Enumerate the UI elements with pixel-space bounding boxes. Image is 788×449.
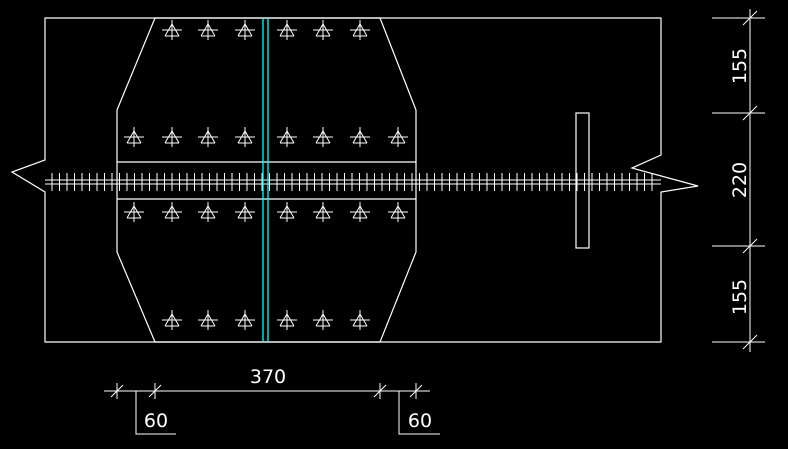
dim-text-right-middle: 220 xyxy=(729,162,751,198)
bolt-cross-icon xyxy=(235,127,255,147)
bolt-cross-icon xyxy=(313,202,333,222)
bolt-cross-icon xyxy=(162,202,182,222)
bolt-cross-icon xyxy=(350,310,370,330)
bolt-cross-icon xyxy=(124,127,144,147)
bolt-cross-icon xyxy=(313,310,333,330)
bolt-cross-icon xyxy=(235,310,255,330)
bolt-cross-icon xyxy=(162,20,182,40)
bolt-cross-icon xyxy=(350,20,370,40)
bolt-cross-icon xyxy=(277,202,297,222)
bolt-cross-icon xyxy=(162,310,182,330)
centerline xyxy=(262,18,269,342)
dimension-right xyxy=(712,9,765,352)
bolt-cross-icon xyxy=(235,20,255,40)
dim-text-left-edge: 60 xyxy=(144,410,168,432)
bolt-cross-icon xyxy=(350,127,370,147)
dim-text-right-bottom: 155 xyxy=(729,279,751,315)
bolt-cross-icon xyxy=(198,127,218,147)
dim-text-right-edge: 60 xyxy=(408,410,432,432)
bolt-cross-icon xyxy=(124,202,144,222)
dim-text-right-top: 155 xyxy=(729,48,751,84)
bolt-cross-icon xyxy=(350,202,370,222)
bolt-cross-icon xyxy=(277,310,297,330)
dimension-bottom xyxy=(104,383,440,435)
bolt-cross-icon xyxy=(198,20,218,40)
bolt-cross-icon xyxy=(235,202,255,222)
bolt-group xyxy=(124,20,408,330)
bolt-cross-icon xyxy=(277,20,297,40)
stiffener-plate xyxy=(575,112,590,249)
weld-line xyxy=(45,173,661,191)
bolt-cross-icon xyxy=(277,127,297,147)
plate-outline xyxy=(10,17,699,343)
bolt-cross-icon xyxy=(198,202,218,222)
splice-plate xyxy=(116,17,417,343)
bolt-cross-icon xyxy=(162,127,182,147)
bolt-cross-icon xyxy=(198,310,218,330)
bolt-cross-icon xyxy=(388,202,408,222)
dim-text-overall: 370 xyxy=(250,366,286,388)
bolt-cross-icon xyxy=(388,127,408,147)
bolt-cross-icon xyxy=(313,20,333,40)
bolt-cross-icon xyxy=(313,127,333,147)
